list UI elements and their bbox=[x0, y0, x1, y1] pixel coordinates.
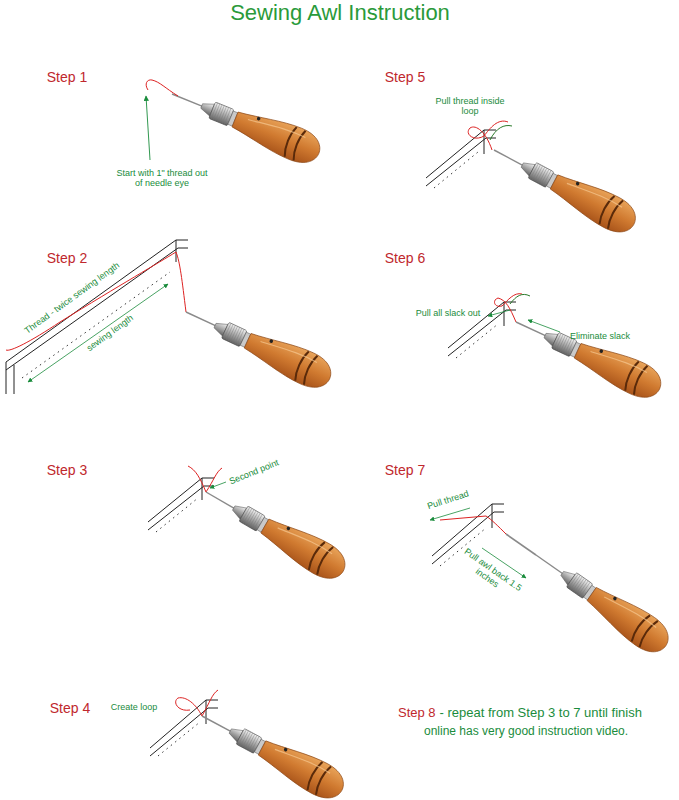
title: Sewing Awl Instruction bbox=[230, 0, 450, 25]
step-number: Step 6 bbox=[385, 250, 425, 266]
step-number: Step 4 bbox=[50, 700, 90, 716]
note: Create loop bbox=[111, 702, 158, 712]
step-number: Step 5 bbox=[385, 69, 425, 85]
note: Pull awl back 1.5 inches bbox=[455, 545, 524, 602]
note: - repeat from Step 3 to 7 until finish bbox=[440, 706, 642, 721]
note: Eliminate slack bbox=[570, 331, 630, 341]
note: Pull all slack out bbox=[416, 308, 481, 318]
step-number: Step 2 bbox=[47, 250, 87, 266]
note: Pull thread inside loop bbox=[434, 96, 506, 117]
step-number: Step 3 bbox=[47, 462, 87, 478]
note: Second point bbox=[228, 457, 281, 486]
note: Thread - twice sewing length bbox=[23, 260, 122, 336]
note: sewing length bbox=[85, 313, 136, 354]
step-number: Step 7 bbox=[385, 462, 425, 478]
note: Start with 1" thread out of needle eye bbox=[112, 168, 212, 189]
note: online has very good instruction video. bbox=[424, 725, 628, 739]
step-number: Step 1 bbox=[47, 69, 87, 85]
step-number: Step 8 bbox=[398, 706, 436, 721]
note: Pull thread bbox=[426, 488, 470, 511]
